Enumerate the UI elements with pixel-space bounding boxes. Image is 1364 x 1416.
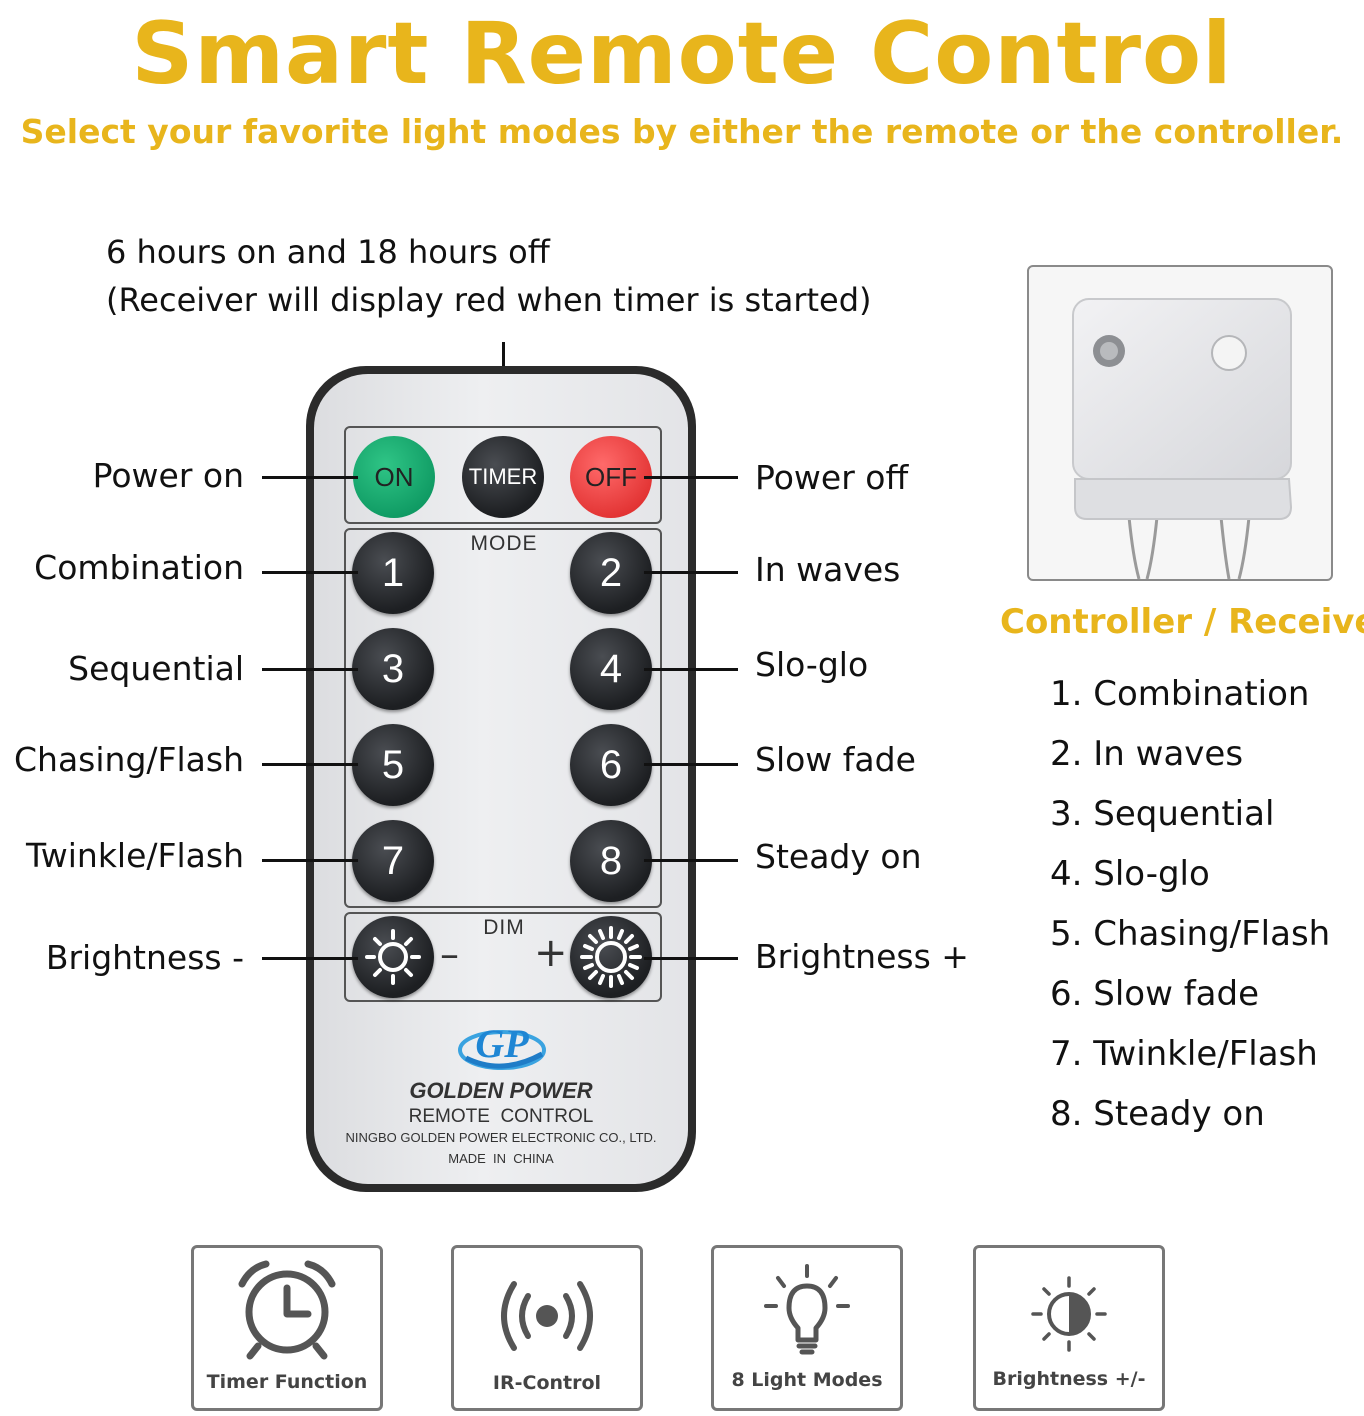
sun-small-icon bbox=[365, 929, 421, 985]
callout-brightness-down: Brightness - bbox=[45, 938, 244, 977]
on-button[interactable]: ON bbox=[353, 436, 435, 518]
receiver-photo-frame bbox=[1027, 265, 1333, 581]
gp-logo-text: GP bbox=[475, 1021, 529, 1066]
product-name: REMOTE CONTROL bbox=[408, 1106, 594, 1127]
gp-logo: GP bbox=[456, 1014, 548, 1076]
callout-line-combination bbox=[262, 571, 358, 574]
callout-power-off: Power off bbox=[755, 458, 909, 497]
feature-brightness-label: Brightness +/- bbox=[992, 1368, 1146, 1390]
mode-label: MODE bbox=[470, 532, 538, 555]
callout-slo-glo: Slo-glo bbox=[755, 645, 869, 684]
ir-signal-icon bbox=[501, 1281, 593, 1351]
callout-line-brightness-down bbox=[262, 957, 358, 960]
feature-light-modes: 8 Light Modes bbox=[711, 1245, 903, 1411]
alarm-clock-icon bbox=[238, 1260, 336, 1360]
mode-button-6[interactable]: 6 bbox=[570, 724, 652, 806]
page-subtitle: Select your favorite light modes by eith… bbox=[20, 112, 1344, 151]
minus-sign: – bbox=[440, 932, 459, 976]
callout-line-sequential bbox=[262, 668, 358, 671]
mode-list-item-8: 8. Steady on bbox=[1050, 1094, 1265, 1134]
brightness-down-button[interactable] bbox=[352, 916, 434, 998]
callout-line-brightness-up bbox=[644, 957, 738, 960]
mode-button-4[interactable]: 4 bbox=[570, 628, 652, 710]
gp-logo-swoosh-icon bbox=[458, 1030, 546, 1070]
page-title: Smart Remote Control bbox=[131, 4, 1233, 104]
origin: MADE IN CHINA bbox=[448, 1151, 554, 1166]
mode-list-item-1: 1. Combination bbox=[1050, 674, 1310, 714]
callout-line-power-off bbox=[644, 476, 738, 479]
callout-line-slo-glo bbox=[644, 668, 738, 671]
light-bulb-icon bbox=[764, 1264, 850, 1355]
timer-button[interactable]: TIMER bbox=[462, 436, 544, 518]
mode-button-7[interactable]: 7 bbox=[352, 820, 434, 902]
timer-note-line1: 6 hours on and 18 hours off bbox=[106, 233, 550, 271]
mode-button-3[interactable]: 3 bbox=[352, 628, 434, 710]
callout-line-in-waves bbox=[644, 571, 738, 574]
mode-button-1[interactable]: 1 bbox=[352, 532, 434, 614]
callout-line-chasing-flash bbox=[262, 763, 358, 766]
brand-name: GOLDEN POWER bbox=[409, 1078, 593, 1103]
mode-list-item-4: 4. Slo-glo bbox=[1050, 854, 1210, 894]
callout-in-waves: In waves bbox=[755, 550, 901, 589]
callout-chasing-flash: Chasing/Flash bbox=[13, 740, 244, 779]
callout-line-power-on bbox=[262, 476, 358, 479]
callout-sequential: Sequential bbox=[68, 649, 244, 688]
brightness-icon bbox=[1031, 1276, 1107, 1352]
off-button[interactable]: OFF bbox=[570, 436, 652, 518]
timer-note-line2: (Receiver will display red when timer is… bbox=[106, 281, 872, 319]
callout-slow-fade: Slow fade bbox=[755, 740, 916, 779]
mode-button-5[interactable]: 5 bbox=[352, 724, 434, 806]
feature-ir-control: IR-Control bbox=[451, 1245, 643, 1411]
mode-list-item-7: 7. Twinkle/Flash bbox=[1050, 1034, 1318, 1074]
mode-button-8[interactable]: 8 bbox=[570, 820, 652, 902]
mode-panel bbox=[344, 528, 662, 908]
dim-label: DIM bbox=[483, 916, 525, 939]
callout-line-twinkle-flash bbox=[262, 859, 358, 862]
mode-list-item-6: 6. Slow fade bbox=[1050, 974, 1259, 1014]
sun-large-icon bbox=[580, 926, 642, 988]
mode-button-2[interactable]: 2 bbox=[570, 532, 652, 614]
mode-list-item-3: 3. Sequential bbox=[1050, 794, 1275, 834]
callout-steady-on: Steady on bbox=[755, 837, 922, 876]
feature-ir-control-label: IR-Control bbox=[492, 1372, 602, 1394]
callout-power-on: Power on bbox=[92, 456, 244, 495]
feature-brightness: Brightness +/- bbox=[973, 1245, 1165, 1411]
callout-brightness-up: Brightness + bbox=[755, 937, 969, 976]
callout-line-slow-fade bbox=[644, 763, 738, 766]
brightness-up-button[interactable] bbox=[570, 916, 652, 998]
manufacturer: NINGBO GOLDEN POWER ELECTRONIC CO., LTD. bbox=[345, 1130, 657, 1145]
mode-list-item-2: 2. In waves bbox=[1050, 734, 1244, 774]
callout-twinkle-flash: Twinkle/Flash bbox=[26, 836, 244, 875]
mode-list-item-5: 5. Chasing/Flash bbox=[1050, 914, 1331, 954]
feature-timer-label: Timer Function bbox=[206, 1371, 368, 1393]
feature-light-modes-label: 8 Light Modes bbox=[731, 1369, 883, 1391]
receiver-device-icon bbox=[1072, 298, 1293, 580]
feature-timer: Timer Function bbox=[191, 1245, 383, 1411]
power-panel bbox=[344, 426, 662, 524]
callout-line-steady-on bbox=[644, 859, 738, 862]
plus-sign: + bbox=[534, 930, 568, 976]
receiver-caption: Controller / Receiver bbox=[1000, 602, 1364, 642]
callout-combination: Combination bbox=[34, 548, 244, 587]
